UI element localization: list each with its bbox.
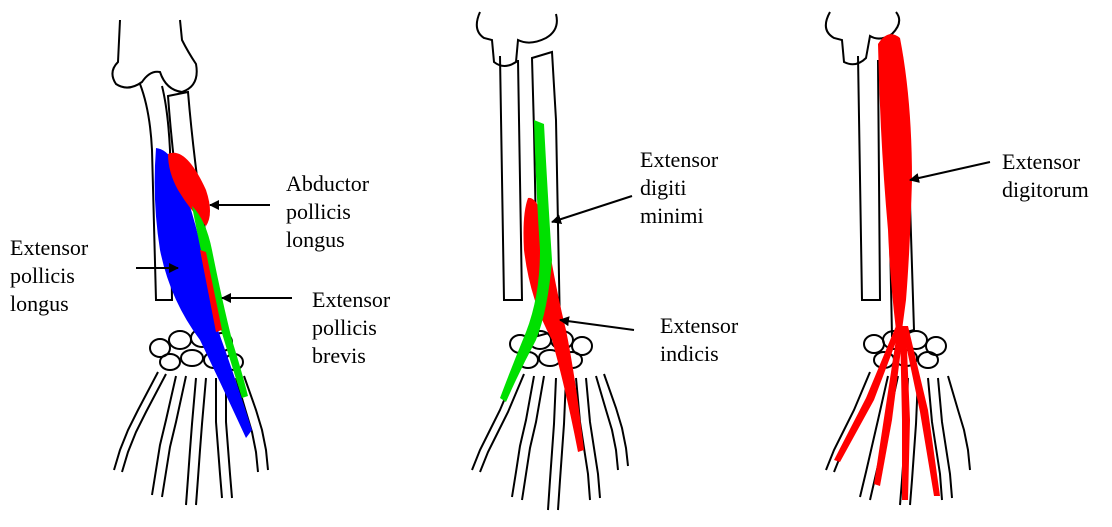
label-line: longus: [286, 226, 369, 254]
label-extensor-digiti-minimi: Extensor digiti minimi: [640, 146, 718, 230]
label-line: digiti: [640, 174, 718, 202]
ulna-outline-2: [500, 56, 522, 300]
label-line: Extensor: [660, 312, 738, 340]
label-line: Extensor: [1002, 148, 1089, 176]
label-line: brevis: [312, 342, 390, 370]
humerus-outline-1: [112, 20, 196, 92]
label-line: Abductor: [286, 170, 369, 198]
muscle-extensor-digitorum-red: [834, 34, 940, 500]
ulna-outline-3: [858, 56, 880, 300]
label-line: pollicis: [10, 262, 88, 290]
label-line: pollicis: [286, 198, 369, 226]
hand-bones-2: [472, 372, 628, 510]
label-line: digitorum: [1002, 176, 1089, 204]
label-line: longus: [10, 290, 88, 318]
label-abductor-pollicis-longus: Abductor pollicis longus: [286, 170, 369, 254]
label-line: minimi: [640, 202, 718, 230]
arrow-extensor-indicis: [560, 320, 634, 330]
label-extensor-digitorum: Extensor digitorum: [1002, 148, 1089, 204]
label-extensor-pollicis-brevis: Extensor pollicis brevis: [312, 286, 390, 370]
arrow-extensor-digiti-minimi: [552, 196, 632, 222]
label-extensor-indicis: Extensor indicis: [660, 312, 738, 368]
label-line: indicis: [660, 340, 738, 368]
label-line: Extensor: [10, 234, 88, 262]
label-extensor-pollicis-longus: Extensor pollicis longus: [10, 234, 88, 318]
label-line: pollicis: [312, 314, 390, 342]
arrow-extensor-digitorum: [910, 162, 990, 180]
label-line: Extensor: [640, 146, 718, 174]
humerus-outline-2: [477, 12, 557, 66]
label-line: Extensor: [312, 286, 390, 314]
